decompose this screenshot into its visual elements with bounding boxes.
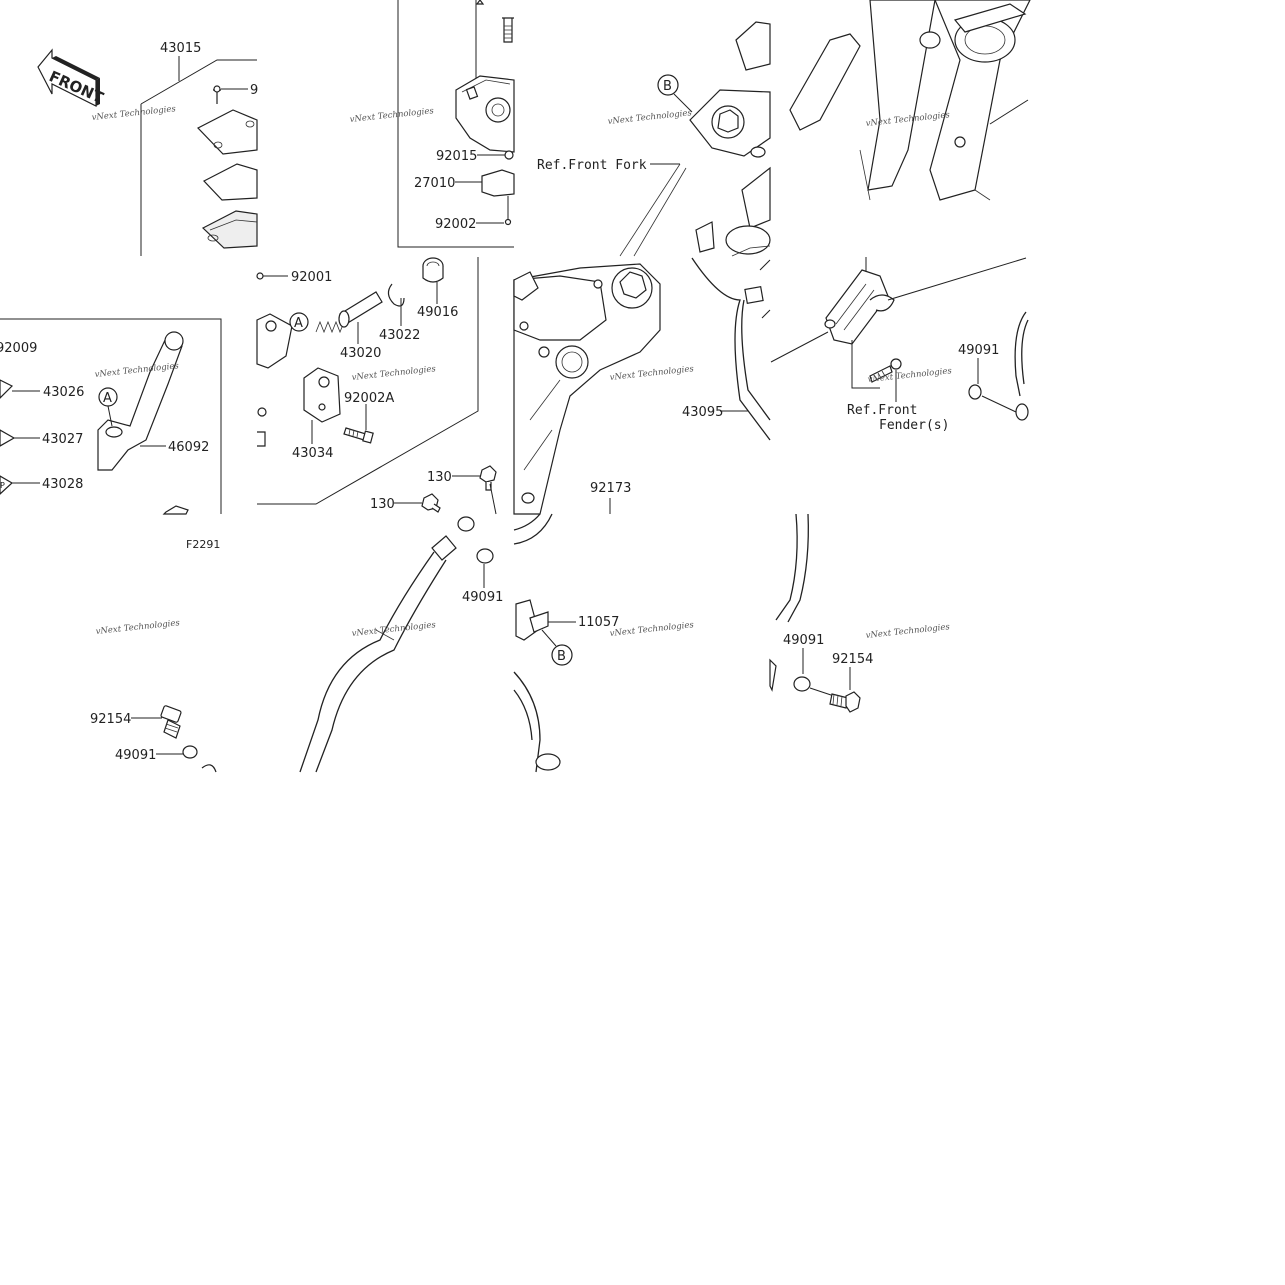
label-49091-low: 49091 (783, 633, 824, 648)
label-43026: 43026 (43, 385, 84, 400)
figure-code: F2291 (186, 538, 220, 551)
label-49091-mid: 49091 (462, 590, 503, 605)
svg-text:vNext Technologies: vNext Technologies (91, 104, 177, 123)
label-92009: 92009 (0, 341, 37, 356)
label-49091-left: 49091 (115, 748, 156, 763)
ref-front-fender-line1: Ref.Front (847, 403, 917, 418)
fork-tubes (789, 0, 1031, 201)
label-43022: 43022 (379, 328, 420, 343)
svg-text:B: B (663, 79, 672, 94)
svg-text:vNext Technologies: vNext Technologies (609, 620, 695, 639)
ref-front-fender-line2: Fender(s) (879, 418, 949, 433)
label-43027: 43027 (42, 432, 83, 447)
bolt-130-b (421, 493, 441, 513)
label-43034: 43034 (292, 446, 333, 461)
master-cylinder-body (455, 0, 515, 153)
brake-hose-lower (513, 513, 561, 773)
label-92001: 92001 (291, 270, 332, 285)
label-92154-left: 92154 (90, 712, 131, 727)
label-49016: 49016 (417, 305, 458, 320)
caliper-body-partial (256, 313, 293, 447)
svg-text:vNext Technologies: vNext Technologies (865, 622, 951, 641)
svg-text:A: A (294, 316, 303, 331)
piston-spring (315, 291, 383, 334)
callout-a-body: A (289, 312, 309, 332)
callout-a-lever: A (98, 387, 118, 407)
label-9: 9 (250, 83, 258, 98)
label-46092: 46092 (168, 440, 209, 455)
hose-bracket (770, 257, 1027, 389)
label-130-a: 130 (427, 470, 452, 485)
banjo-bolt-right (829, 691, 861, 713)
label-92002a: 92002A (344, 391, 394, 406)
front-direction-badge: FRONT (37, 48, 107, 107)
clamp-holder (303, 367, 341, 423)
svg-text:vNext Technologies: vNext Technologies (95, 618, 181, 637)
brake-hose-middle (299, 516, 475, 773)
fender-bolt (869, 358, 902, 383)
triple-clamp (619, 21, 771, 257)
label-43015: 43015 (160, 41, 201, 56)
brake-caliper (513, 263, 661, 515)
svg-text:B: B (557, 649, 566, 664)
clamp-bolt (343, 427, 374, 444)
svg-text:vNext Technologies: vNext Technologies (351, 364, 437, 383)
label-92015: 92015 (436, 149, 477, 164)
label-92154-low: 92154 (832, 652, 873, 667)
ref-front-fork: Ref.Front Fork (537, 158, 647, 173)
callout-b-bottom: B (551, 644, 573, 666)
label-92173: 92173 (590, 481, 631, 496)
reservoir-cap-group: 9 (197, 83, 258, 249)
svg-text:vNext Technologies: vNext Technologies (349, 106, 435, 125)
label-11057: 11057 (578, 615, 619, 630)
svg-text:P: P (0, 481, 5, 490)
svg-text:A: A (103, 391, 112, 406)
label-43095: 43095 (682, 405, 723, 420)
brake-lever (97, 331, 189, 515)
label-43020: 43020 (340, 346, 381, 361)
label-92002: 92002 (435, 217, 476, 232)
label-130-b: 130 (370, 497, 395, 512)
callout-b-top: B (657, 74, 679, 96)
bolt-130-a (479, 465, 497, 491)
svg-text:vNext Technologies: vNext Technologies (607, 108, 693, 127)
label-27010: 27010 (414, 176, 455, 191)
label-43028: 43028 (42, 477, 83, 492)
svg-text:vNext Technologies: vNext Technologies (609, 364, 695, 383)
svg-text:vNext Technologies: vNext Technologies (867, 366, 953, 385)
svg-text:vNext Technologies: vNext Technologies (351, 620, 437, 639)
banjo-bolt-left (160, 705, 182, 739)
label-49091-right: 49091 (958, 343, 999, 358)
hose-upper (691, 257, 771, 441)
